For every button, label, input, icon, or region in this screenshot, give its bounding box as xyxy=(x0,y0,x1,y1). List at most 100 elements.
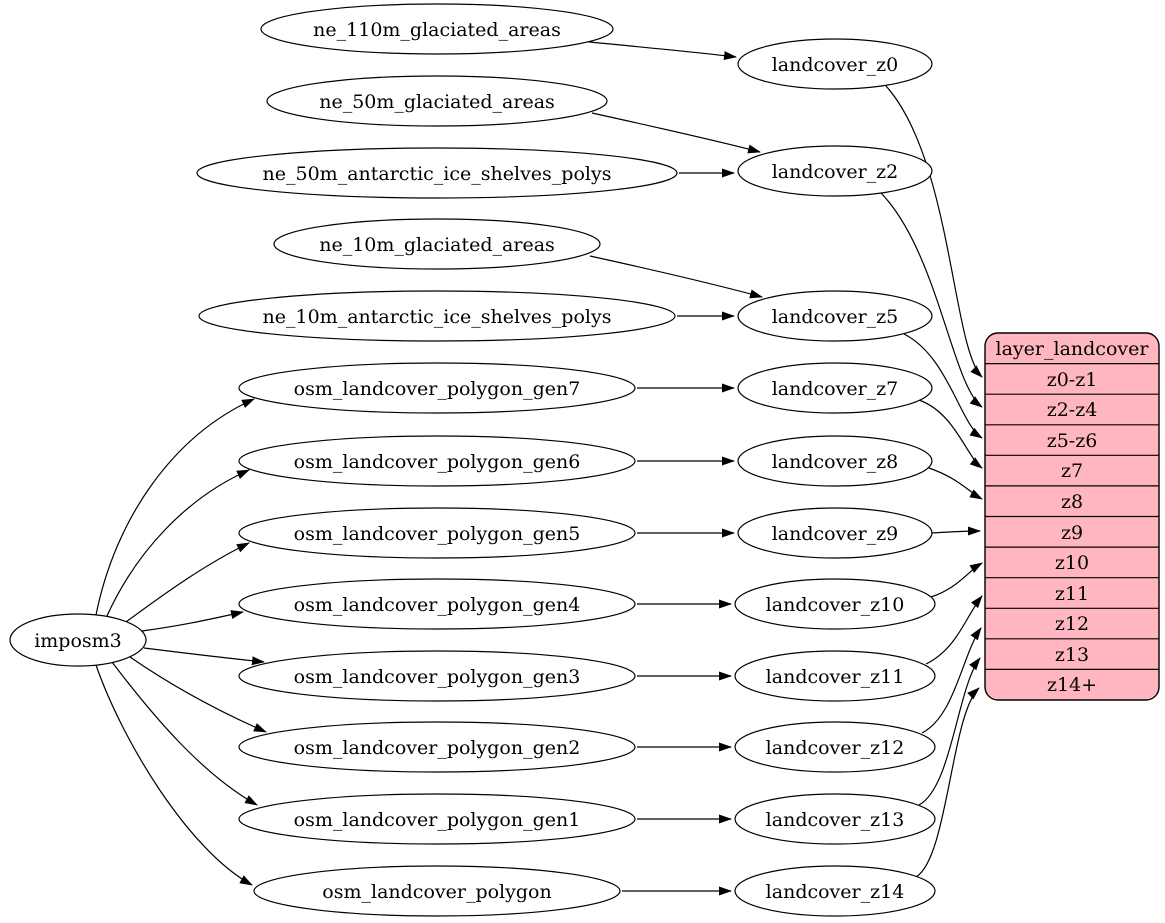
record-title: layer_landcover xyxy=(996,338,1150,360)
record-row-z9: z9 xyxy=(1061,522,1083,544)
node-ne-110m-glaciated-areas: ne_110m_glaciated_areas xyxy=(260,3,614,55)
node-landcover-z13: landcover_z13 xyxy=(734,793,936,845)
osm-landcover-polygon-gen2-label: osm_landcover_polygon_gen2 xyxy=(294,737,581,759)
record-row-z7: z7 xyxy=(1061,460,1083,482)
landcover-z9-ellipse xyxy=(737,507,933,559)
osm-landcover-polygon-gen1-label: osm_landcover_polygon_gen1 xyxy=(294,809,581,831)
landcover-z12-ellipse xyxy=(734,721,936,773)
osm-landcover-polygon-gen7-ellipse xyxy=(238,362,636,414)
osm-landcover-polygon-gen6-ellipse xyxy=(238,435,636,487)
ne-50m-glaciated-areas-ellipse xyxy=(266,75,608,127)
node-osm-landcover-polygon-gen1: osm_landcover_polygon_gen1 xyxy=(238,793,636,845)
landcover-z10-label: landcover_z10 xyxy=(766,594,905,616)
landcover-z10-ellipse xyxy=(734,578,936,630)
node-osm-landcover-polygon-gen3: osm_landcover_polygon_gen3 xyxy=(238,650,636,702)
edge-ne-50m-glaciated-areas-to-landcover-z2 xyxy=(591,112,761,154)
edge-landcover-z2-to-row-z2-z4 xyxy=(880,192,983,408)
node-layer: imposm3 ne_110m_glaciated_areas ne_50m_g… xyxy=(9,3,1160,917)
edge-imposm3-to-osm-landcover-polygon xyxy=(95,664,253,886)
node-ne-50m-glaciated-areas: ne_50m_glaciated_areas xyxy=(266,75,608,127)
ne-10m-antarctic-ice-shelves-polys-label: ne_10m_antarctic_ice_shelves_polys xyxy=(263,306,612,328)
landcover-z14-label: landcover_z14 xyxy=(766,881,905,903)
landcover-z9-label: landcover_z9 xyxy=(772,523,899,545)
edge-ne-10m-glaciated-areas-to-landcover-z5 xyxy=(589,255,763,299)
record-row-z8: z8 xyxy=(1061,491,1083,513)
ne-50m-antarctic-ice-shelves-polys-label: ne_50m_antarctic_ice_shelves_polys xyxy=(263,163,612,185)
imposm3-label: imposm3 xyxy=(34,630,122,652)
landcover-z12-label: landcover_z12 xyxy=(766,737,905,759)
record-row-z5-z6: z5-z6 xyxy=(1047,430,1098,452)
record-row-z0-z1: z0-z1 xyxy=(1047,369,1098,391)
ne-50m-antarctic-ice-shelves-polys-ellipse xyxy=(196,147,678,199)
landcover-z11-ellipse xyxy=(734,650,936,702)
record-row-z14plus: z14+ xyxy=(1047,674,1097,696)
landcover-z13-label: landcover_z13 xyxy=(766,809,905,831)
landcover-z11-label: landcover_z11 xyxy=(766,666,905,688)
edge-imposm3-to-gen3 xyxy=(143,647,265,666)
edge-landcover-z5-to-row-z5-z6 xyxy=(903,333,983,439)
record-row-z2-z4: z2-z4 xyxy=(1047,399,1098,421)
edge-landcover-z0-to-row-z0-z1 xyxy=(885,85,983,378)
osm-landcover-polygon-gen7-label: osm_landcover_polygon_gen7 xyxy=(294,378,581,400)
osm-landcover-polygon-gen1-ellipse xyxy=(238,793,636,845)
node-landcover-z8: landcover_z8 xyxy=(737,435,933,487)
node-osm-landcover-polygon-gen7: osm_landcover_polygon_gen7 xyxy=(238,362,636,414)
osm-landcover-polygon-ellipse xyxy=(253,865,621,917)
imposm3-ellipse xyxy=(9,613,147,667)
node-layer-landcover-record: layer_landcover z0-z1 z2-z4 z5-z6 z7 z8 … xyxy=(984,332,1160,701)
node-osm-landcover-polygon-gen5: osm_landcover_polygon_gen5 xyxy=(238,507,636,559)
edge-imposm3-to-gen4 xyxy=(141,610,244,632)
edge-landcover-z7-to-row-z7 xyxy=(918,399,983,469)
node-landcover-z2: landcover_z2 xyxy=(737,145,933,197)
ne-10m-antarctic-ice-shelves-polys-ellipse xyxy=(198,290,676,342)
record-row-z13: z13 xyxy=(1055,644,1089,666)
edge-imposm3-to-gen2 xyxy=(129,656,267,733)
edge-imposm3-to-gen1 xyxy=(111,661,258,806)
edge-imposm3-to-gen5 xyxy=(125,542,250,623)
node-landcover-z11: landcover_z11 xyxy=(734,650,936,702)
node-landcover-z14: landcover_z14 xyxy=(734,865,936,917)
node-osm-landcover-polygon-gen4: osm_landcover_polygon_gen4 xyxy=(238,578,636,630)
node-osm-landcover-polygon-gen6: osm_landcover_polygon_gen6 xyxy=(238,435,636,487)
osm-landcover-polygon-gen2-ellipse xyxy=(238,721,636,773)
node-imposm3: imposm3 xyxy=(9,613,147,667)
osm-landcover-polygon-gen5-ellipse xyxy=(238,507,636,559)
landcover-z7-label: landcover_z7 xyxy=(772,378,899,400)
node-osm-landcover-polygon: osm_landcover_polygon xyxy=(253,865,621,917)
node-landcover-z10: landcover_z10 xyxy=(734,578,936,630)
edge-landcover-z12-to-row-z12 xyxy=(921,627,982,734)
landcover-z14-ellipse xyxy=(734,865,936,917)
node-landcover-z9: landcover_z9 xyxy=(737,507,933,559)
landcover-z0-ellipse xyxy=(737,38,933,90)
landcover-z5-ellipse xyxy=(737,290,933,342)
osm-landcover-polygon-gen4-ellipse xyxy=(238,578,636,630)
edge-landcover-z11-to-row-z11 xyxy=(925,595,983,665)
landcover-z5-label: landcover_z5 xyxy=(772,306,899,328)
osm-landcover-polygon-gen4-label: osm_landcover_polygon_gen4 xyxy=(294,594,581,616)
osm-landcover-polygon-gen3-label: osm_landcover_polygon_gen3 xyxy=(294,666,581,688)
edge-landcover-z14-to-row-z14plus xyxy=(915,687,980,878)
ne-110m-glaciated-areas-ellipse xyxy=(260,3,614,55)
osm-landcover-polygon-gen5-label: osm_landcover_polygon_gen5 xyxy=(294,523,581,545)
node-ne-10m-glaciated-areas: ne_10m_glaciated_areas xyxy=(273,218,601,270)
edge-landcover-z13-to-row-z13 xyxy=(918,657,981,806)
node-landcover-z5: landcover_z5 xyxy=(737,290,933,342)
node-osm-landcover-polygon-gen2: osm_landcover_polygon_gen2 xyxy=(238,721,636,773)
ne-110m-glaciated-areas-label: ne_110m_glaciated_areas xyxy=(313,19,561,41)
record-row-z11: z11 xyxy=(1055,583,1089,605)
node-landcover-z0: landcover_z0 xyxy=(737,38,933,90)
ne-50m-glaciated-areas-label: ne_50m_glaciated_areas xyxy=(319,91,555,113)
landcover-z13-ellipse xyxy=(734,793,936,845)
record-row-z10: z10 xyxy=(1055,552,1089,574)
landcover-z2-label: landcover_z2 xyxy=(772,161,899,183)
ne-10m-glaciated-areas-label: ne_10m_glaciated_areas xyxy=(319,234,555,256)
node-landcover-z12: landcover_z12 xyxy=(734,721,936,773)
edge-landcover-z8-to-row-z8 xyxy=(928,467,983,500)
landcover-z7-ellipse xyxy=(737,362,933,414)
landcover-z0-label: landcover_z0 xyxy=(772,54,899,76)
node-ne-10m-antarctic-ice-shelves-polys: ne_10m_antarctic_ice_shelves_polys xyxy=(198,290,676,342)
edge-landcover-z10-to-row-z10 xyxy=(930,562,983,598)
record-row-z12: z12 xyxy=(1055,613,1089,635)
